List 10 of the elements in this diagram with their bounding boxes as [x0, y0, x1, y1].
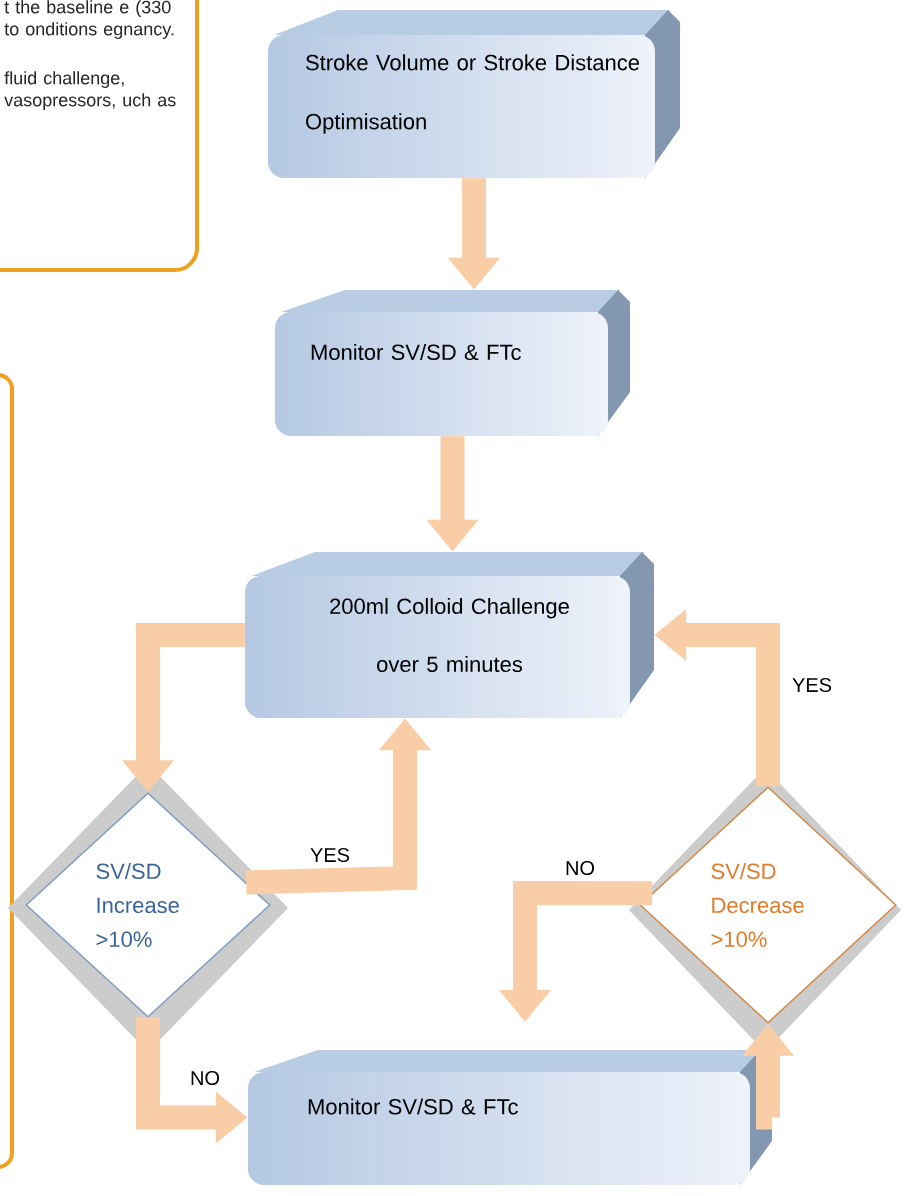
edge-label: NO — [563, 858, 597, 878]
edge-label: YES — [308, 845, 352, 865]
note-box: t the baseline e (330 to onditions egnancy. fluid challenge, vasopressors, uch as — [0, 0, 199, 272]
process-box: Stroke Volume or Stroke Distance Optimisation — [268, 10, 680, 178]
process-box: Monitor SV/SD & FTc — [248, 1050, 772, 1185]
process-box: Monitor SV/SD & FTc — [275, 290, 630, 436]
edge-label: YES — [790, 675, 834, 695]
process-box: 200ml Colloid Challenge over 5 minutes — [245, 552, 654, 718]
edge-label: NO — [188, 1068, 222, 1088]
note-box — [0, 373, 14, 1169]
